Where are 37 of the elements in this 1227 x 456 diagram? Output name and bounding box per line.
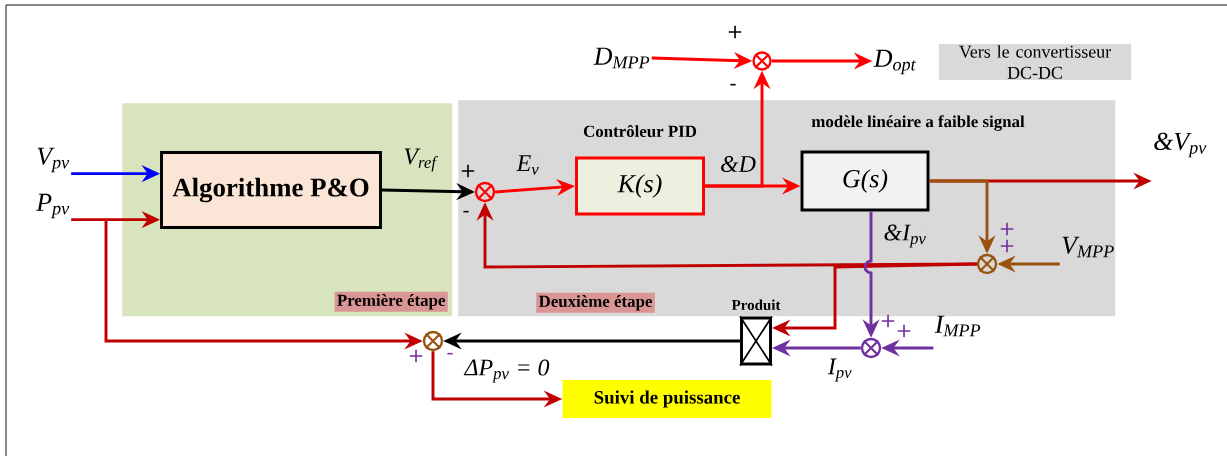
- sign-label: +: [897, 324, 911, 338]
- multiplier-block: Produit: [731, 299, 781, 367]
- sign-label: +: [1000, 239, 1014, 253]
- summing-junction: [422, 330, 444, 352]
- target-note: Vers le convertisseur DC-DC: [938, 44, 1132, 80]
- sign-label: -: [463, 210, 469, 213]
- summing-junction: [752, 51, 772, 71]
- sign-label: -: [730, 83, 736, 86]
- block-caption: modèle linéaire a faible signal: [811, 115, 1025, 131]
- node-label: Produit: [731, 299, 781, 311]
- signal-label: V$_{pv}$: [37, 147, 70, 173]
- block-box: Algorithme P&O: [160, 151, 382, 229]
- sign-label: +: [461, 164, 475, 178]
- block-box: Contrôleur PID K(s): [575, 124, 705, 216]
- sign-label: -: [447, 352, 453, 355]
- summing-junction: [976, 253, 998, 275]
- block-box: modèle linéaire a faible signal G(s): [800, 115, 1025, 212]
- edge-label: E$_{v}$: [515, 154, 541, 176]
- edge-label: &I$_{pv}$: [882, 223, 928, 249]
- stage-label: Deuxième étape: [536, 292, 655, 313]
- summing-junction: [860, 337, 882, 359]
- signal-label: D$_{opt}$: [873, 49, 916, 75]
- signal-label: P$_{pv}$: [36, 193, 70, 219]
- sign-label: +: [881, 314, 895, 328]
- signal-label: D$_{MPP}$: [593, 47, 650, 69]
- summing-junction: [474, 181, 496, 203]
- edge-label: I$_{pv}$: [826, 357, 854, 383]
- signal-label: I$_{MPP}$: [934, 315, 981, 337]
- signal-label: V$_{MPP}$: [1062, 236, 1114, 258]
- sign-label: +: [1000, 222, 1014, 236]
- signal-label: &V$_{pv}$: [1154, 132, 1207, 158]
- sign-label: +: [728, 25, 742, 39]
- result-tag: Suivi de puissance: [562, 380, 772, 418]
- edge-label: ΔP$_{pv}$ = 0: [463, 358, 551, 384]
- block-caption: Contrôleur PID: [583, 124, 697, 138]
- edge-label: V$_{ref}$: [402, 147, 438, 173]
- sign-label: +: [409, 349, 423, 363]
